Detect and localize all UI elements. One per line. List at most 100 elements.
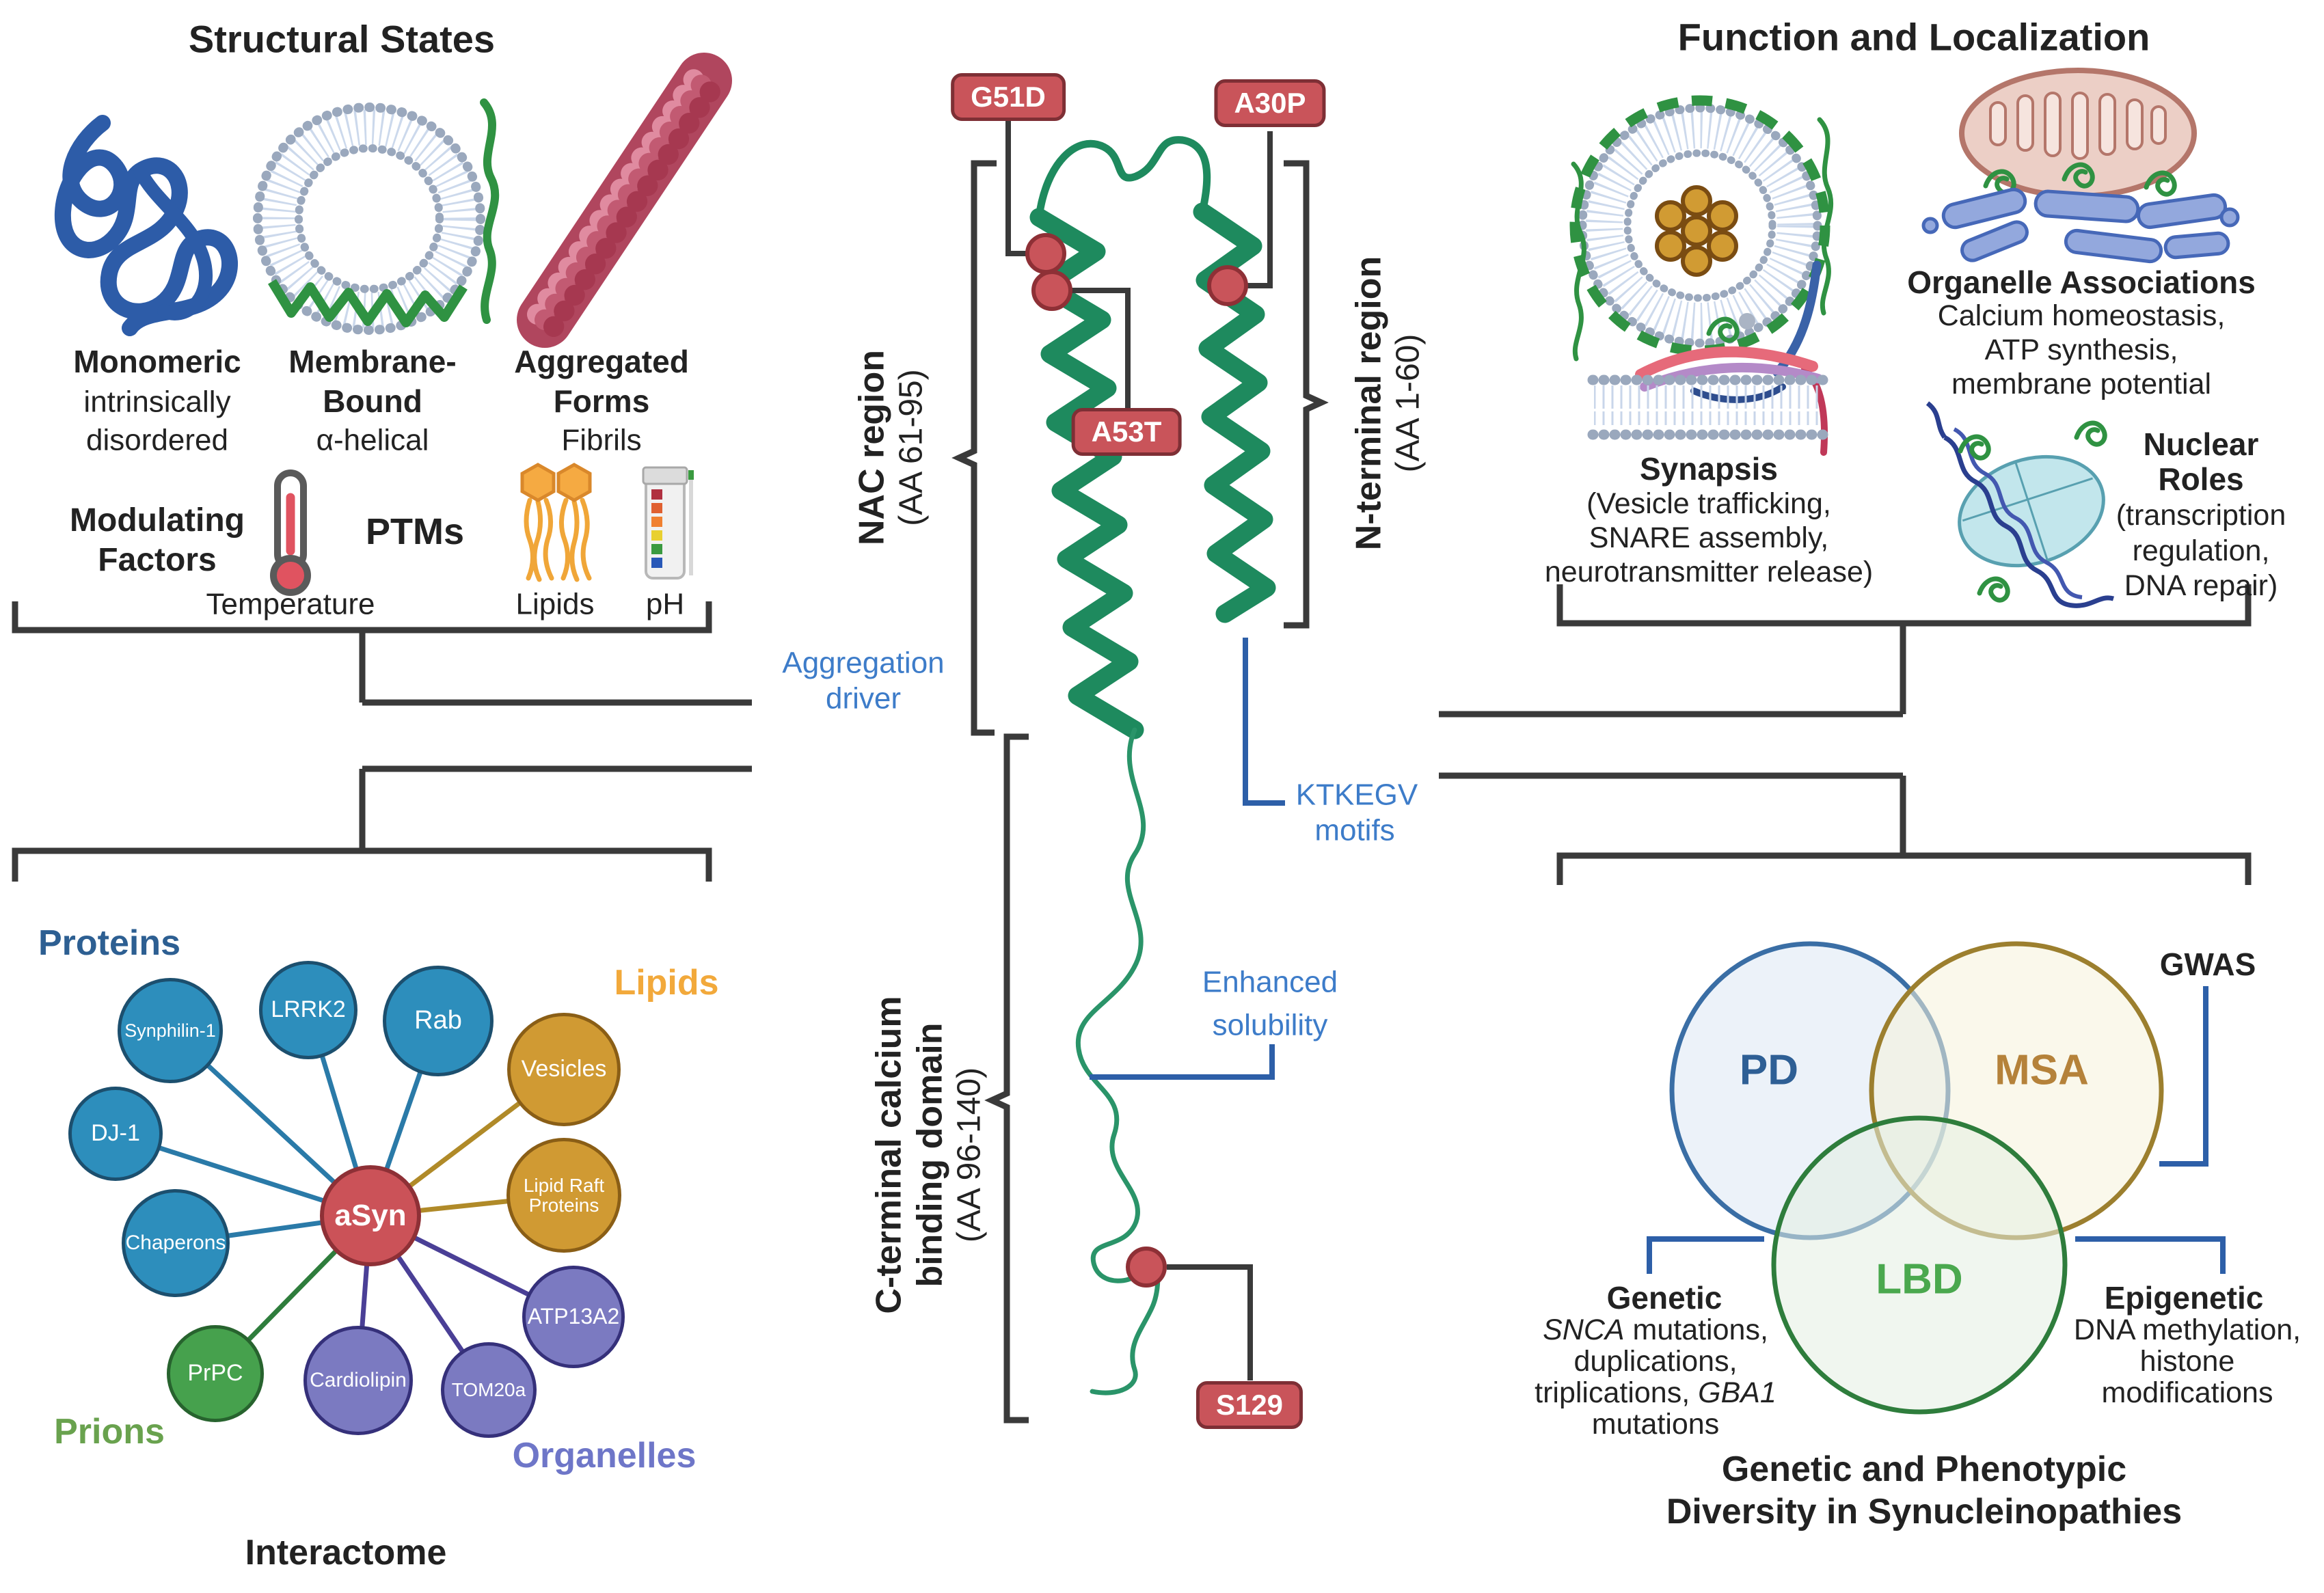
node-asyn-hub[interactable]: aSyn [320, 1165, 421, 1266]
synapsis-line3: neurotransmitter release) [1544, 555, 1874, 588]
node-lipid-raft-proteins[interactable]: Lipid Raft Proteins [506, 1138, 621, 1253]
genetic-line3: triplications, GBA1 [1535, 1376, 1776, 1409]
venn-lbd-label: LBD [1876, 1255, 1963, 1303]
monomer-icon [54, 115, 238, 336]
modulating-factors-label2: Factors [98, 542, 217, 579]
ph-strip-icon [642, 466, 694, 580]
mutation-label-s129: S129 [1195, 1381, 1303, 1429]
synucleinopathies-caption1: Genetic and Phenotypic [1721, 1449, 2127, 1489]
nucleus-icon [1926, 401, 2115, 608]
nac-region-label: NAC region (AA 61-95) [852, 350, 930, 545]
interactome-title: Interactome [245, 1532, 447, 1572]
annotation-lines [1090, 638, 2226, 1274]
ktkegv-motifs-label2: motifs [1314, 813, 1395, 847]
state-monomeric-label: Monomeric [73, 344, 241, 380]
node-atp13a2[interactable]: ATP13A2 [522, 1266, 625, 1368]
aggregation-driver-label1: Aggregation [782, 646, 945, 680]
node-vesicles[interactable]: Vesicles [507, 1013, 621, 1126]
node-tom20a[interactable]: TOM20a [441, 1342, 537, 1438]
proteins-category-label: Proteins [38, 923, 181, 963]
mutation-site-g51d [1025, 233, 1066, 274]
venn-diagram [1669, 941, 2164, 1415]
mutation-label-a30p: A30P [1214, 79, 1326, 127]
organelle-associations-title: Organelle Associations [1907, 264, 2256, 301]
synaptic-vesicle-icon [1569, 95, 1833, 362]
ptms-label: PTMs [365, 510, 465, 552]
region-brackets [951, 160, 1329, 1424]
mutation-connectors [1005, 120, 1273, 1380]
epigenetic-title: Epigenetic [2104, 1280, 2264, 1316]
c-terminal-region-label: C-terminal calcium binding domain (AA 96… [869, 996, 988, 1314]
synucleinopathies-caption2: Diversity in Synucleinopathies [1666, 1491, 2183, 1531]
er-icon [1921, 187, 2240, 264]
left-connectors [12, 601, 752, 882]
prions-category-label: Prions [54, 1411, 165, 1452]
genetic-line1: SNCA mutations, [1543, 1313, 1768, 1346]
state-monomeric-desc1: intrinsically [83, 385, 231, 419]
modulating-factors-label1: Modulating [70, 502, 245, 539]
venn-msa-label: MSA [1995, 1046, 2089, 1094]
neurotransmitter-dots [1655, 185, 1738, 277]
mutation-label-a53t: A53T [1071, 408, 1182, 456]
snare-synapse-icon [1587, 260, 1830, 456]
organelle-associations-line3: membrane potential [1951, 367, 2212, 400]
node-chaperons[interactable]: Chaperons [122, 1189, 230, 1297]
ph-label: pH [645, 587, 685, 621]
nuclear-roles-title1: Nuclear [2143, 426, 2259, 463]
organelles-category-label: Organelles [512, 1435, 697, 1475]
state-aggregated-desc: Fibrils [561, 423, 642, 457]
organelle-associations-line1: Calcium homeostasis, [1937, 299, 2226, 332]
node-cardiolipin[interactable]: Cardiolipin [303, 1326, 413, 1435]
organelle-associations-line2: ATP synthesis, [1984, 333, 2178, 366]
gwas-label: GWAS [2159, 947, 2256, 983]
node-prpc[interactable]: PrPC [167, 1325, 264, 1422]
disordered-tail-icon [480, 98, 500, 324]
function-localization-title: Function and Localization [1677, 15, 2150, 59]
alpha-helix-icon [268, 279, 468, 327]
state-membrane-label1: Membrane- [288, 344, 457, 380]
state-aggregated-label1: Aggregated [514, 344, 689, 380]
node-dj-1[interactable]: DJ-1 [68, 1087, 163, 1181]
epigenetic-line2: histone [2139, 1344, 2235, 1378]
thermometer-icon [270, 469, 311, 596]
ktkegv-motifs-label1: KTKEGV [1295, 778, 1418, 812]
state-monomeric-desc2: disordered [86, 423, 228, 457]
synapsis-line1: (Vesicle trafficking, [1586, 487, 1831, 520]
node-synphilin-1[interactable]: Synphilin-1 [118, 978, 223, 1083]
asyn-ribbon-structure [1029, 136, 1276, 1395]
nuclear-roles-title2: Roles [2158, 461, 2244, 498]
mitochondria-icon [1959, 68, 2197, 199]
mutation-site-s129 [1126, 1247, 1167, 1288]
mutation-label-g51d: G51D [951, 73, 1066, 121]
venn-pd-label: PD [1739, 1046, 1799, 1094]
mutation-site-a30p [1207, 265, 1248, 306]
nuclear-roles-line3: DNA repair) [2124, 569, 2278, 602]
mutation-site-a53t [1031, 270, 1072, 311]
node-rab[interactable]: Rab [383, 966, 494, 1076]
state-aggregated-label2: Forms [553, 383, 650, 420]
enhanced-solubility-label1: Enhanced [1202, 965, 1338, 999]
node-lrrk2[interactable]: LRRK2 [259, 961, 357, 1059]
structural-states-title: Structural States [188, 17, 496, 61]
n-terminal-region-label: N-terminal region (AA 1-60) [1349, 256, 1427, 551]
right-connectors [1439, 584, 2252, 885]
nuclear-roles-line1: (transcription [2116, 498, 2286, 532]
genetic-line4: mutations [1591, 1407, 1720, 1441]
genetic-line2: duplications, [1573, 1344, 1738, 1378]
synapsis-line2: SNARE assembly, [1589, 521, 1829, 554]
state-membrane-label2: Bound [323, 383, 422, 420]
vesicle-icon [253, 98, 500, 335]
synapsis-title: Synapsis [1640, 451, 1778, 487]
lipids-icon [520, 463, 592, 582]
aggregation-driver-label2: driver [825, 681, 902, 716]
epigenetic-line3: modifications [2101, 1376, 2273, 1409]
genetic-title: Genetic [1606, 1280, 1722, 1316]
nuclear-roles-line2: regulation, [2132, 534, 2270, 567]
fibril-icon [517, 53, 732, 348]
lipids-factor-label: Lipids [515, 587, 595, 621]
temperature-label: Temperature [206, 587, 375, 621]
state-membrane-desc: α-helical [316, 423, 429, 457]
enhanced-solubility-label2: solubility [1212, 1008, 1328, 1042]
